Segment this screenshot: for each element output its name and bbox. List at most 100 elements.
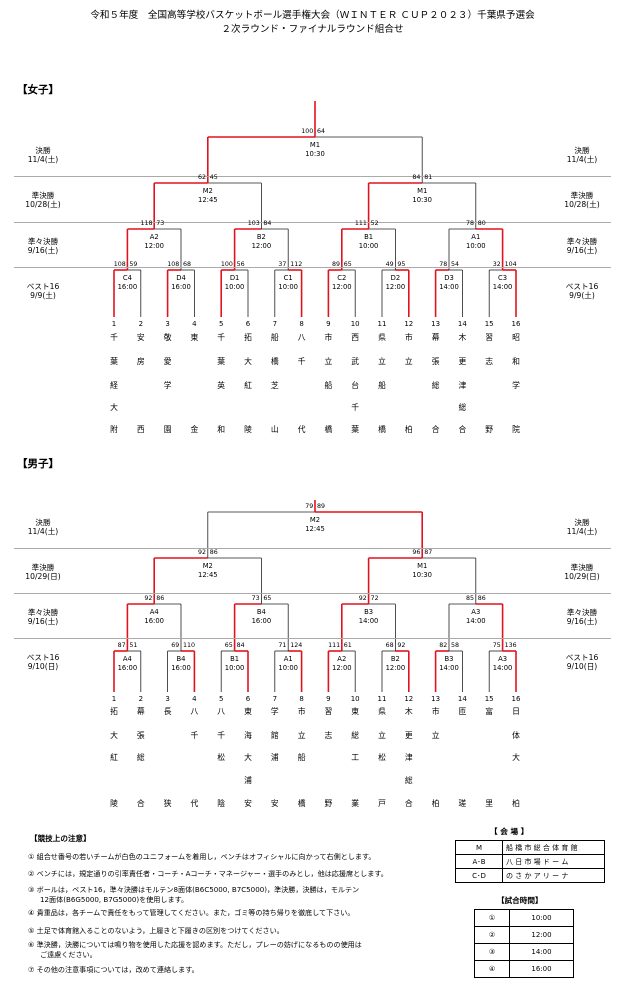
times-title: 【試合時間】 [497, 896, 543, 905]
men-round-date-right-0: 11/4(土) [566, 527, 598, 536]
women-team-number: 2 [138, 320, 144, 328]
women-game-time: 14:00 [492, 282, 513, 291]
men-game-time: 14:00 [358, 616, 379, 625]
note-item: ④ 貴重品は，各チームで責任をもって管理してください。また，ゴミ等の持ち帰りを徹… [28, 908, 355, 917]
men-team-name-char: 千 [190, 731, 199, 740]
men-game-time: 12:00 [385, 663, 406, 672]
men-round-date-left-1: 10/29(日) [25, 572, 61, 581]
women-score-left: 100 [301, 128, 314, 135]
men-score-left: 92 [144, 595, 153, 602]
men-score-left: 96 [412, 549, 421, 556]
women-team-name-char: 愛 [163, 357, 172, 366]
women-team-name-char: 立 [378, 357, 386, 366]
men-game-time: 10:00 [224, 663, 245, 672]
men-score-left: 65 [224, 642, 233, 649]
women-team-number: 1 [111, 320, 117, 328]
women-score-right: 73 [156, 220, 165, 227]
women-score-right: 54 [451, 261, 460, 268]
women-team-name-char: 橋 [324, 425, 333, 434]
men-team-name-char: 浦 [270, 753, 279, 762]
men-score-right: 136 [504, 642, 517, 649]
women-team-number: 7 [272, 320, 278, 328]
men-team-name-char: 更 [404, 731, 413, 740]
women-team-name-char: 合 [458, 425, 467, 434]
men-score-right: 84 [236, 642, 245, 649]
women-score-left: 78 [439, 261, 448, 268]
venue-name: 八 日 市 場 ド ー ム [502, 854, 605, 869]
women-round-date-right-1: 10/28(土) [564, 200, 600, 209]
venue-name: の さ か ア リ ー ナ [502, 868, 605, 883]
women-score-right: 56 [236, 261, 245, 268]
women-round-label-left-2: 準々決勝 [27, 237, 59, 246]
men-section-label: 【男子】 [17, 458, 59, 470]
men-score-right: 72 [370, 595, 379, 602]
venue-key: A･B [455, 854, 503, 869]
women-game-code: C4 [122, 274, 132, 282]
women-team-name-char: 幕 [431, 333, 440, 342]
men-team-name-char: 松 [378, 753, 386, 762]
men-round-label-right-2: 準々決勝 [566, 608, 598, 617]
women-game-code: B2 [256, 233, 266, 241]
women-score-left: 89 [332, 261, 341, 268]
women-score-right: 112 [290, 261, 303, 268]
men-team-name-char: 拓 [110, 707, 118, 716]
men-score-left: 68 [385, 642, 394, 649]
men-team-name-char: 戸 [378, 799, 386, 808]
men-team-name-char: 日 [512, 707, 520, 716]
women-game-time: 10:00 [224, 282, 245, 291]
women-score-right: 104 [504, 261, 517, 268]
women-team-name-char: 陵 [244, 425, 252, 434]
women-team-name-char: 西 [136, 425, 145, 434]
men-team-number: 1 [111, 695, 117, 703]
women-round-divider [14, 176, 611, 177]
note-item: ① 組合せ番号の若いチームが白色のユニフォームを着用し，ベンチはオフィシャルに向… [28, 852, 376, 861]
women-game-time: 10:00 [466, 241, 486, 250]
women-team-name-char: 学 [163, 381, 172, 390]
men-game-time: 12:45 [198, 570, 218, 579]
men-round-label-right-0: 決勝 [574, 518, 590, 527]
men-team-name-char: 工 [351, 753, 360, 762]
men-game-time: 14:00 [492, 663, 513, 672]
men-team-name-char: 八 [190, 707, 199, 716]
men-team-number: 4 [192, 695, 197, 703]
men-team-name-char: 柏 [512, 799, 520, 808]
venue-title: 【 会 場 】 [490, 827, 529, 836]
time-key: ③ [474, 943, 510, 961]
women-team-name-char: 和 [217, 425, 226, 434]
men-team-number: 11 [377, 695, 387, 703]
women-game-time: 16:00 [171, 282, 191, 291]
women-team-name-char: 拓 [244, 333, 252, 342]
women-team-name-char: 代 [297, 425, 306, 434]
men-team-name-char: 里 [485, 799, 494, 808]
men-team-name-char: 津 [404, 753, 413, 762]
women-round-label-right-0: 決勝 [574, 146, 590, 155]
men-score-left: 87 [117, 642, 126, 649]
women-team-number: 3 [165, 320, 170, 328]
women-team-name-char: 木 [458, 333, 467, 342]
men-game-code: B4 [256, 608, 266, 616]
men-team-name-char: 八 [217, 707, 226, 716]
women-game-code: A2 [149, 233, 159, 241]
women-game-time: 12:45 [198, 195, 218, 204]
women-team-name-char: 芝 [270, 381, 279, 390]
men-score-left: 82 [439, 642, 448, 649]
women-team-name-char: 野 [485, 425, 494, 434]
women-team-name-char: 志 [485, 357, 494, 366]
women-team-name-char: 船 [270, 333, 279, 342]
men-game-code: A3 [498, 655, 508, 663]
men-team-name-char: 大 [110, 731, 118, 740]
women-team-number: 14 [457, 320, 467, 328]
women-team-name-char: 金 [190, 425, 199, 434]
note-item: ご遠慮ください。 [40, 950, 97, 959]
men-score-right: 65 [263, 595, 272, 602]
women-team-name-char: 津 [458, 381, 467, 390]
women-team-number: 9 [326, 320, 331, 328]
men-team-name-char: 長 [163, 707, 172, 716]
men-score-right: 89 [317, 503, 326, 510]
women-team-number: 13 [431, 320, 441, 328]
men-team-name-char: 代 [190, 799, 199, 808]
